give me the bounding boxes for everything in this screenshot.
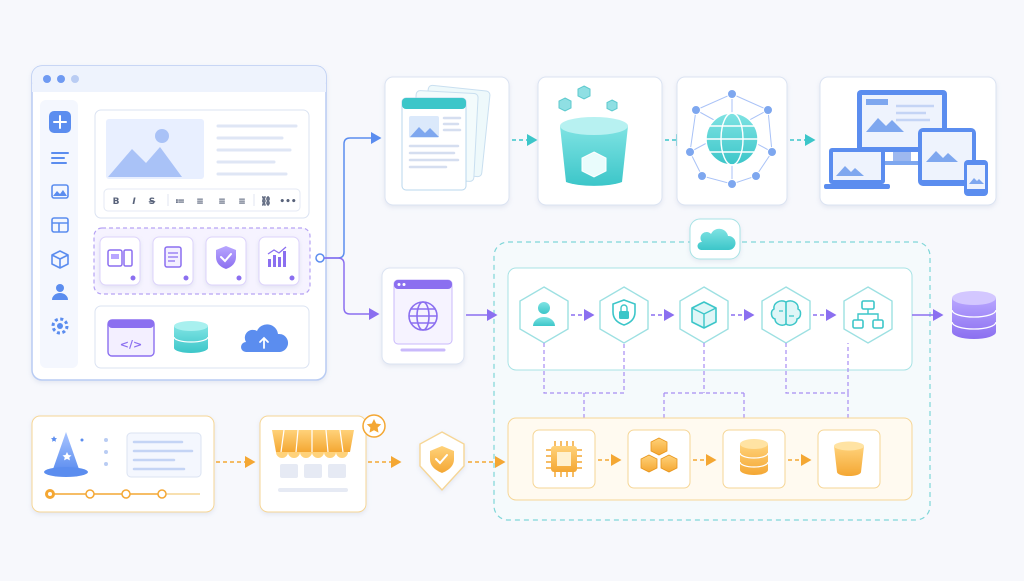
wizard-hat-icon	[44, 432, 88, 477]
svg-text:</>: </>	[120, 338, 142, 351]
content-editor-card: B I S ≔ ≡ ≡ ≡ ⛓ •••	[94, 109, 310, 219]
wizard-progress-track[interactable]	[45, 489, 200, 499]
database-icon[interactable]	[722, 429, 786, 489]
bar-chart-icon	[267, 246, 287, 267]
widget-tile[interactable]	[205, 236, 247, 286]
window-dot-icon[interactable]	[43, 75, 51, 83]
gear-icon[interactable]	[51, 317, 69, 335]
cubes-icon[interactable]	[627, 429, 691, 489]
text-placeholder-lines	[216, 124, 298, 176]
cloud-upload-icon[interactable]	[241, 324, 289, 352]
database-output-icon[interactable]	[951, 291, 997, 339]
window-dot-icon[interactable]	[71, 75, 79, 83]
cloud-badge-icon[interactable]	[689, 218, 741, 260]
widget-tile[interactable]	[152, 236, 194, 286]
star-badge-icon	[362, 414, 386, 438]
align-right-button[interactable]: ≡	[238, 197, 246, 207]
code-window-icon[interactable]: </>	[107, 319, 155, 357]
network-card[interactable]	[676, 76, 788, 206]
layout-icon[interactable]	[51, 217, 69, 233]
globe-icon	[408, 301, 438, 331]
cloud-region	[493, 218, 944, 521]
storage-bucket-icon	[558, 85, 628, 186]
pages-card[interactable]	[384, 76, 510, 206]
plus-icon[interactable]	[49, 111, 71, 133]
align-center-button[interactable]: ≡	[218, 197, 226, 207]
align-left-button[interactable]: ≡	[196, 197, 204, 207]
web-app-card[interactable]	[381, 267, 465, 365]
user-hex-icon[interactable]	[519, 286, 569, 344]
publish-pipeline	[384, 76, 997, 206]
marketplace-card[interactable]	[259, 414, 386, 513]
storefront-icon	[272, 429, 354, 492]
document-widget-icon	[164, 246, 182, 268]
services-card: </>	[94, 305, 310, 369]
hero-image-placeholder[interactable]	[106, 119, 204, 179]
multi-device-icon	[824, 90, 988, 196]
formatting-toolbar: B I S ≔ ≡ ≡ ≡ ⛓ •••	[113, 195, 297, 207]
bottom-pipeline	[31, 414, 506, 513]
widget-palette	[93, 227, 311, 295]
window-dot-icon[interactable]	[57, 75, 65, 83]
strikethrough-button[interactable]: S	[149, 197, 155, 207]
widget-tile[interactable]	[258, 236, 300, 286]
bullet-list-button[interactable]: ≔	[175, 197, 185, 207]
flow-line	[324, 132, 382, 259]
bold-button[interactable]: B	[113, 197, 120, 207]
bucket-icon[interactable]	[817, 429, 881, 489]
chip-icon[interactable]	[532, 429, 596, 489]
cube-icon[interactable]	[51, 250, 69, 269]
stacked-pages-icon	[401, 84, 491, 191]
shield-check-icon	[216, 246, 236, 269]
shield-check-icon[interactable]	[419, 431, 465, 492]
text-lines-icon[interactable]	[51, 152, 69, 164]
hierarchy-hex-icon[interactable]	[843, 286, 893, 344]
more-options-button[interactable]: •••	[279, 197, 296, 207]
editor-window: B I S ≔ ≡ ≡ ≡ ⛓ •••	[31, 65, 327, 381]
database-icon[interactable]	[173, 321, 209, 353]
flow-line	[324, 257, 380, 320]
image-icon[interactable]	[51, 184, 69, 199]
gallery-widget-icon	[107, 249, 133, 267]
lock-hex-icon[interactable]	[599, 286, 649, 344]
devices-card[interactable]	[819, 76, 997, 206]
connector-node[interactable]	[315, 253, 325, 263]
editor-sidebar	[40, 100, 78, 368]
service-links	[543, 343, 849, 433]
link-button[interactable]: ⛓	[260, 195, 271, 207]
wizard-steps-list	[104, 432, 202, 478]
box-hex-icon[interactable]	[679, 286, 729, 344]
storage-card[interactable]	[537, 76, 663, 206]
italic-button[interactable]: I	[132, 197, 136, 207]
brain-hex-icon[interactable]	[761, 286, 811, 344]
user-icon[interactable]	[52, 284, 68, 300]
setup-wizard-card[interactable]	[31, 415, 215, 513]
globe-network-icon	[685, 89, 777, 189]
widget-tile[interactable]	[99, 236, 141, 286]
